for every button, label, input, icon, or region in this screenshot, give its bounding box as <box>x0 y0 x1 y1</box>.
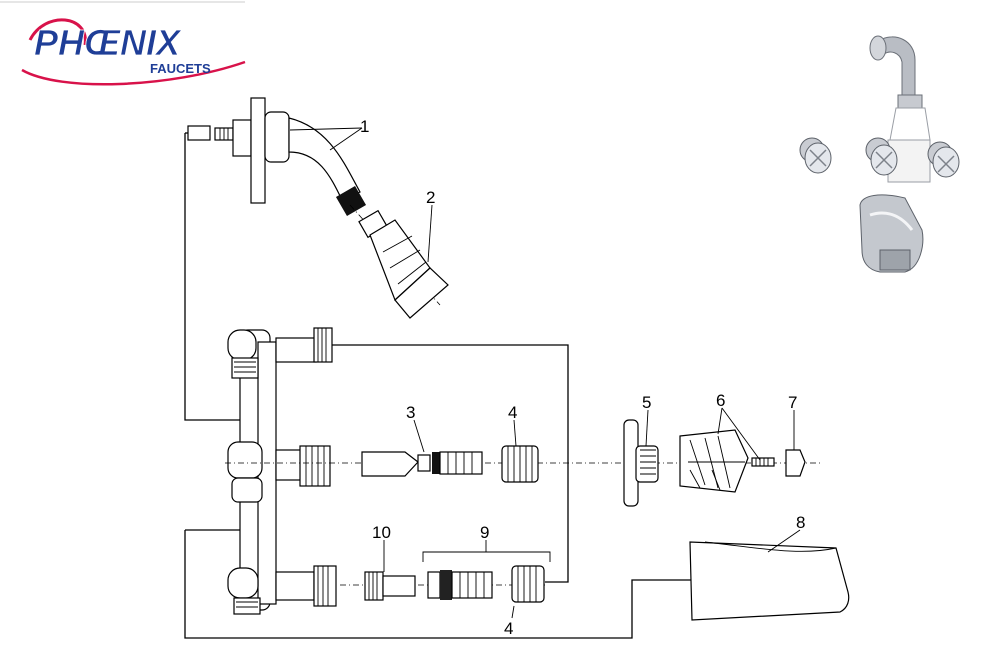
photo-handle-left <box>799 137 832 174</box>
callout-2: 2 <box>426 188 435 207</box>
brand-logo: PHŒNIX FAUCETS <box>21 18 246 86</box>
callout-8: 8 <box>796 513 805 532</box>
bonnet-nut-lower <box>511 565 545 603</box>
photo-handle-right <box>927 141 960 178</box>
leader-lines <box>289 127 801 619</box>
bonnet-nut-upper <box>501 445 539 483</box>
callout-9: 9 <box>480 523 489 542</box>
stem-cartridge-lower <box>364 570 493 601</box>
index-cap <box>785 449 806 477</box>
valve-body <box>227 327 337 615</box>
callout-4-lower: 4 <box>504 619 513 638</box>
callout-3: 3 <box>406 403 415 422</box>
brand-name: PHŒNIX <box>34 22 182 63</box>
callout-10: 10 <box>372 523 391 542</box>
escutcheon <box>623 419 659 507</box>
shower-arm <box>187 97 367 217</box>
brand-tagline: FAUCETS <box>150 61 211 76</box>
supply-outline <box>184 132 700 639</box>
callout-7: 7 <box>788 393 797 412</box>
valve-stem <box>361 451 483 477</box>
handle <box>679 429 775 493</box>
callout-1: 1 <box>360 117 369 136</box>
photo-handle-center <box>865 137 898 176</box>
assembled-tub-shower-set-photo <box>799 35 960 273</box>
callout-6: 6 <box>716 391 725 410</box>
callout-5: 5 <box>642 393 651 412</box>
tub-spout <box>689 541 850 621</box>
callout-4-upper: 4 <box>508 403 517 422</box>
shower-head <box>349 204 449 319</box>
